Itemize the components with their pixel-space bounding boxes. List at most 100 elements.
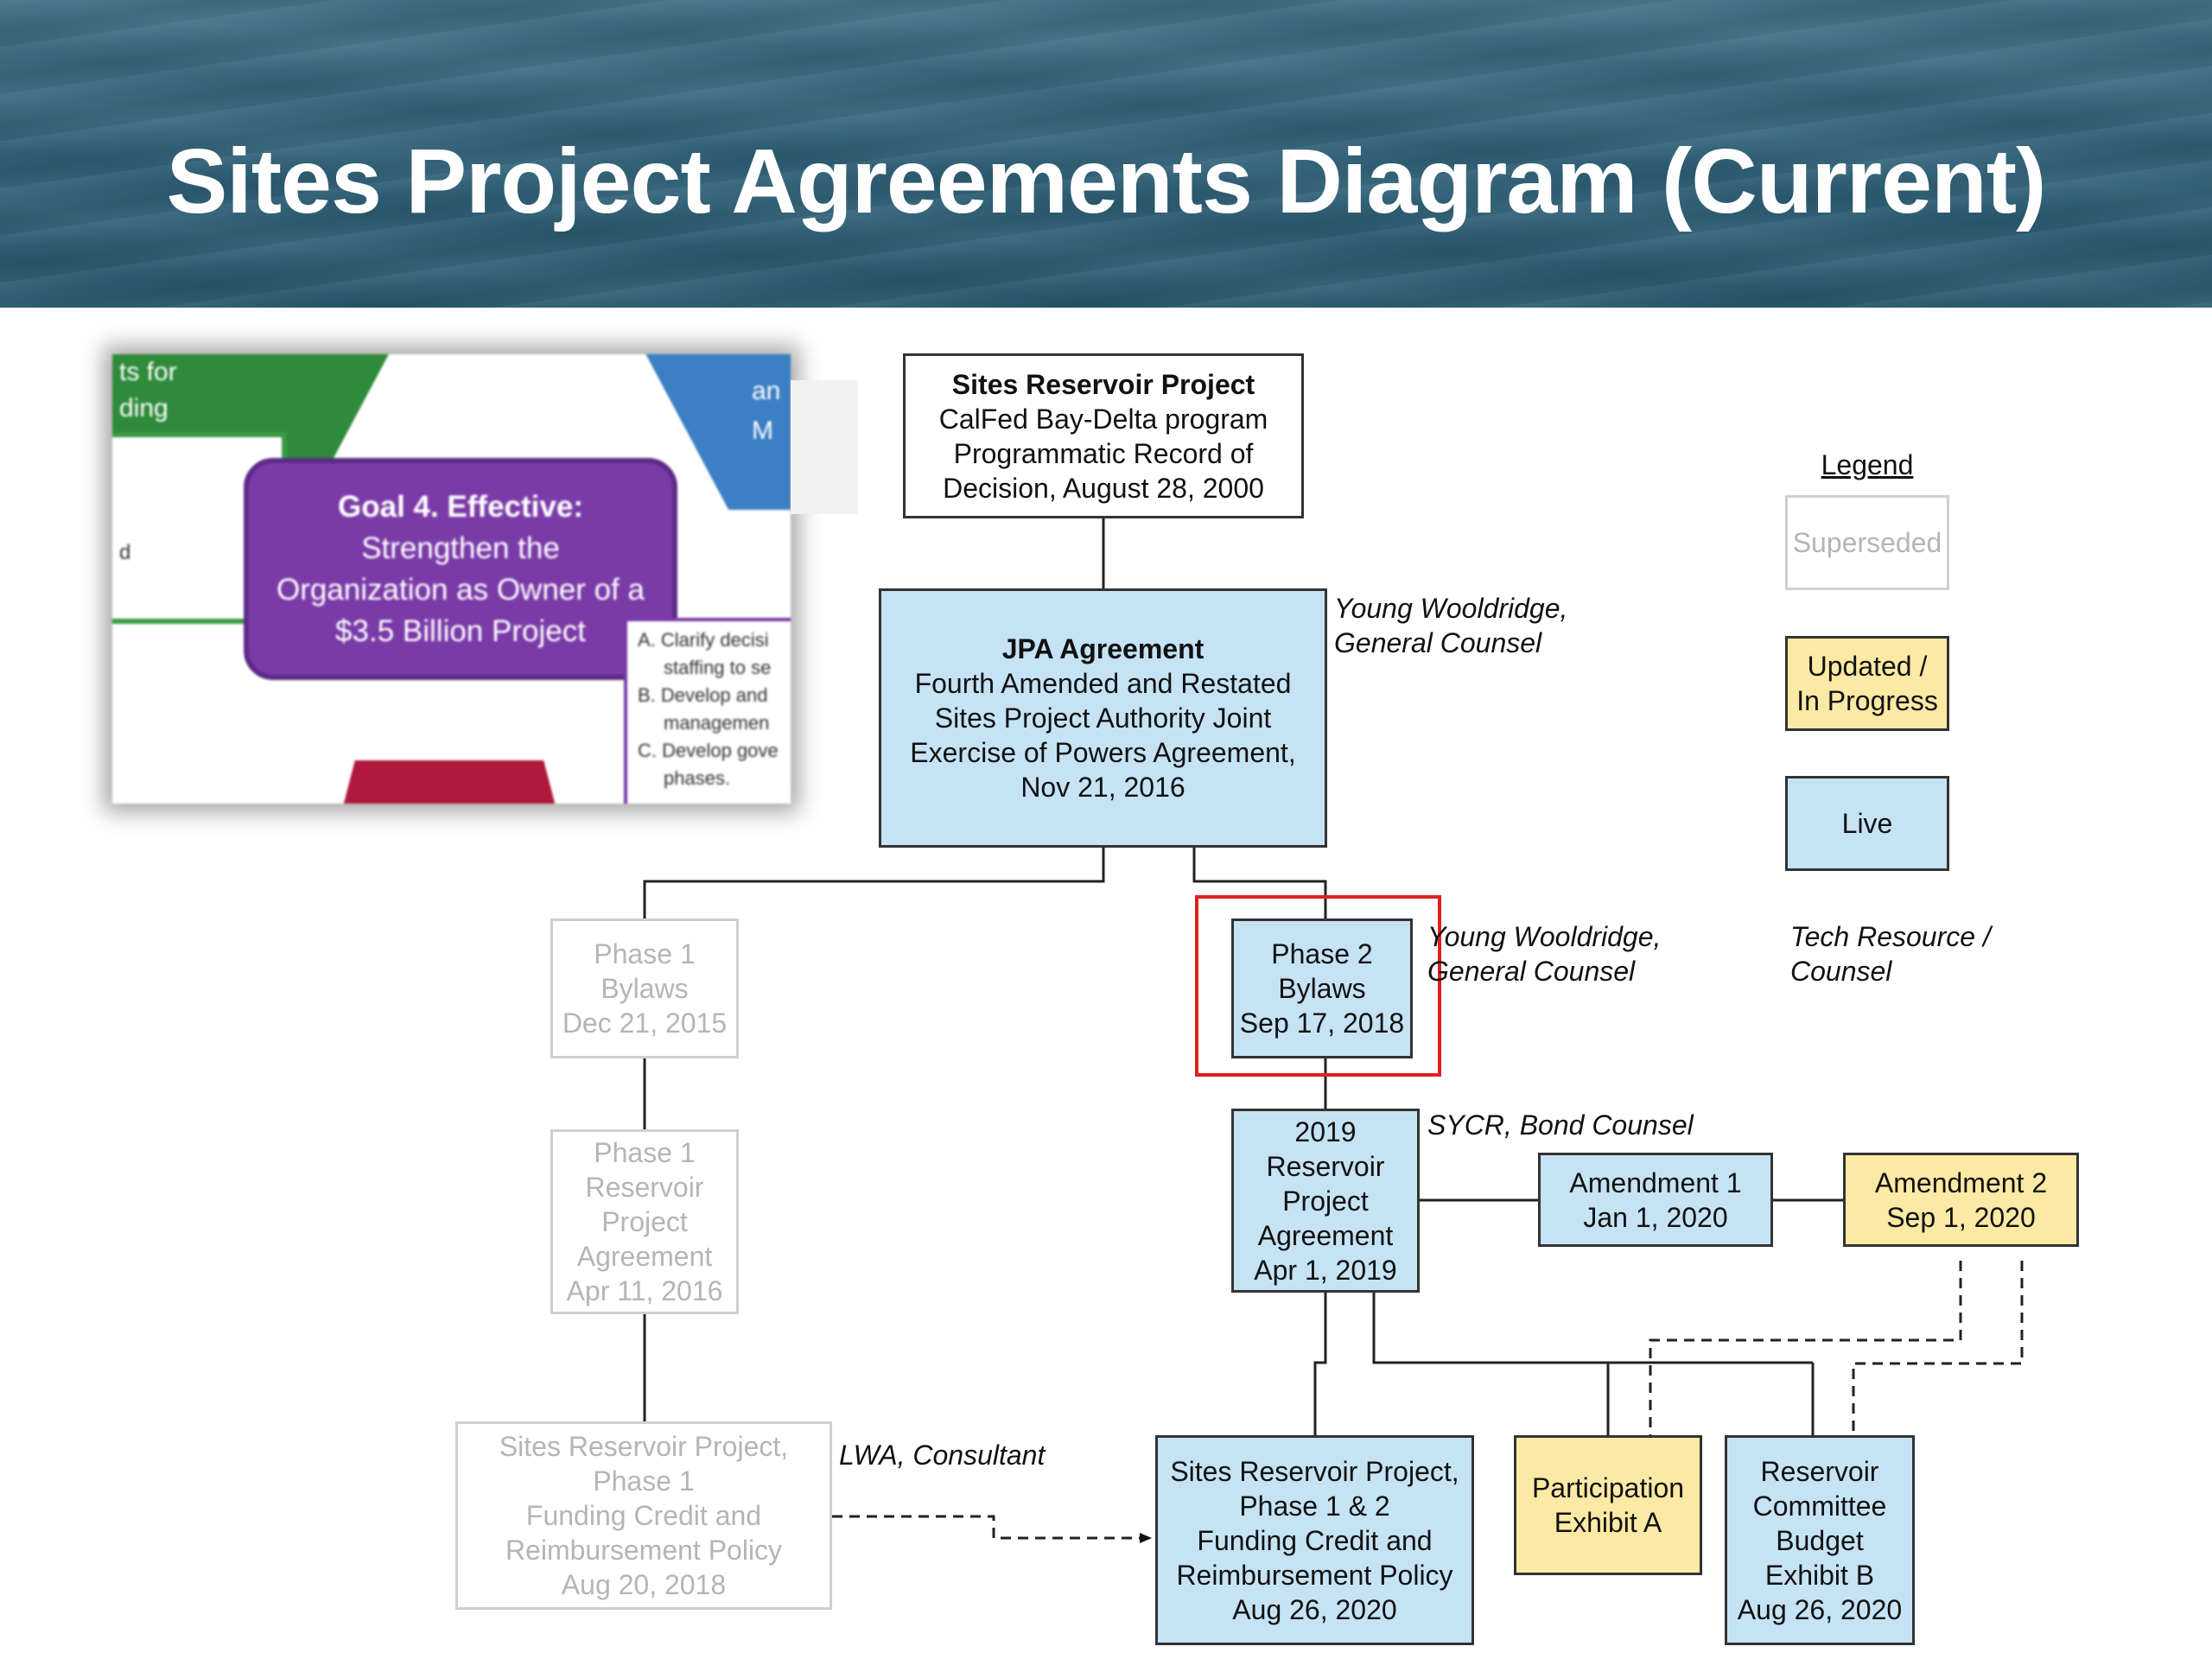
funding-phase1-line: Funding Credit and — [525, 1500, 762, 1531]
thumbnail-green-line: ding — [119, 394, 168, 423]
thumbnail-blue-line: an — [752, 377, 781, 405]
note-line: General Counsel — [1334, 627, 1542, 658]
funding-phase1-line: Aug 20, 2018 — [561, 1569, 727, 1600]
funding-phase1-line: Sites Reservoir Project, — [499, 1431, 789, 1462]
connector-amend2-exhibit-b — [1852, 1261, 2024, 1435]
phase2-bylaws-line: Sep 17, 2018 — [1239, 1007, 1405, 1039]
agreement-2019-line: Agreement — [1257, 1219, 1394, 1251]
agreement-2019-line: Project — [1282, 1185, 1369, 1217]
record-line: CalFed Bay-Delta program — [938, 403, 1268, 435]
thumbnail-red-shape — [337, 760, 562, 804]
jpa-agreement-box: JPA Agreement Fourth Amended and Restate… — [879, 588, 1327, 848]
exhibit-b-box: Reservoir Committee Budget Exhibit B Aug… — [1725, 1435, 1915, 1645]
legend-superseded: Superseded — [1785, 495, 1949, 590]
jpa-line: Exercise of Powers Agreement, — [910, 737, 1296, 768]
goal-line: Organization as Owner of a — [276, 572, 645, 607]
agreement-2019-line: 2019 — [1294, 1116, 1357, 1147]
legend-live-label: Live — [1841, 808, 1893, 839]
connector-2019-exhibits — [1372, 1293, 1815, 1435]
phase2-bylaws-line: Bylaws — [1278, 973, 1366, 1004]
record-line: Programmatic Record of — [953, 437, 1254, 469]
phase1-bylaws-line: Phase 1 — [594, 938, 696, 969]
funding-phase12-line: Reimbursement Policy — [1176, 1559, 1453, 1591]
exhibit-b-line: Budget — [1776, 1524, 1864, 1556]
phase1-agreement-line: Project — [601, 1206, 688, 1237]
legend-in-progress: Updated / In Progress — [1785, 636, 1949, 731]
goal-4-box: Goal 4. Effective: Strengthen the Organi… — [244, 458, 677, 680]
thumbnail-blue-line: M — [752, 416, 773, 445]
legend-tech-line: Counsel — [1790, 956, 1892, 987]
note-line: General Counsel — [1427, 956, 1636, 987]
thumbnail-green-text: ts for ding — [119, 354, 177, 427]
amendment2-line: Sep 1, 2020 — [1886, 1201, 2036, 1233]
legend-tech-line: Tech Resource / — [1790, 921, 1991, 952]
goal-list-item: managemen — [664, 712, 770, 734]
funding-phase12-line: Phase 1 & 2 — [1239, 1490, 1390, 1522]
consultant-note: LWA, Consultant — [839, 1440, 1046, 1471]
legend-superseded-label: Superseded — [1792, 527, 1942, 558]
connector-funding-dashed — [832, 1515, 1152, 1543]
jpa-line: Fourth Amended and Restated — [914, 668, 1292, 699]
connector-jpa-phase2 — [1192, 848, 1327, 918]
strategic-plan-thumbnail: ts for ding d an M Goal 4. Effective: St… — [112, 354, 791, 804]
funding-phase12-line: Aug 26, 2020 — [1232, 1593, 1397, 1625]
phase1-bylaws-line: Dec 21, 2015 — [562, 1007, 728, 1039]
goal-list-item: A. Clarify decisi — [638, 629, 769, 651]
phase1-agreement-line: Agreement — [576, 1241, 713, 1272]
title-banner: Sites Project Agreements Diagram (Curren… — [0, 0, 2212, 308]
amendment2-box: Amendment 2 Sep 1, 2020 — [1843, 1153, 2079, 1247]
funding-phase12-line: Sites Reservoir Project, — [1170, 1455, 1459, 1487]
thumbnail-blue-text: an M — [752, 372, 780, 451]
amendment1-line: Jan 1, 2020 — [1583, 1201, 1728, 1233]
goal-title: Goal 4. Effective: — [338, 489, 583, 524]
connector-jpa-phase1 — [643, 848, 1105, 918]
phase1-bylaws-line: Bylaws — [601, 973, 689, 1004]
funding-phase1-line: Reimbursement Policy — [505, 1535, 783, 1566]
connector-2019-funding — [1313, 1293, 1327, 1435]
jpa-line: Nov 21, 2016 — [1020, 772, 1185, 803]
exhibit-a-box: Participation Exhibit A — [1514, 1435, 1702, 1575]
agreement-2019-line: Apr 1, 2019 — [1254, 1254, 1397, 1286]
thumbnail-white-text: d — [119, 541, 131, 564]
legend-title: Legend — [1821, 449, 1914, 480]
goal-list-item: phases. — [664, 767, 731, 789]
highlight-frame — [1195, 895, 1441, 1077]
jpa-counsel-note: Young Wooldridge, General Counsel — [1334, 591, 1567, 660]
amendment1-box: Amendment 1 Jan 1, 2020 — [1538, 1153, 1773, 1247]
jpa-title: JPA Agreement — [1001, 633, 1205, 664]
goal-list-item: B. Develop and — [638, 684, 768, 706]
record-title: Sites Reservoir Project — [951, 368, 1255, 400]
jpa-line: Sites Project Authority Joint — [934, 702, 1272, 734]
goal-line: $3.5 Billion Project — [335, 613, 586, 648]
note-line: Young Wooldridge, — [1427, 921, 1662, 952]
agreement-2019-box: 2019 Reservoir Project Agreement Apr 1, … — [1231, 1109, 1420, 1293]
phase1-bylaws-box: Phase 1 Bylaws Dec 21, 2015 — [550, 918, 739, 1058]
exhibit-b-line: Reservoir — [1760, 1455, 1879, 1487]
legend-tech-resource: Tech Resource / Counsel — [1790, 919, 1991, 988]
goal-list: A. Clarify decisi staffing to se B. Deve… — [624, 618, 791, 804]
phase2-bylaws-box: Phase 2 Bylaws Sep 17, 2018 — [1231, 918, 1413, 1058]
phase2-bylaws-line: Phase 2 — [1271, 938, 1373, 969]
goal-line: Strengthen the — [361, 531, 560, 565]
funding-phase1-box: Sites Reservoir Project, Phase 1 Funding… — [455, 1421, 832, 1610]
exhibit-b-line: Aug 26, 2020 — [1737, 1593, 1903, 1625]
record-line: Decision, August 28, 2000 — [943, 472, 1264, 504]
bond-counsel-note: SYCR, Bond Counsel — [1427, 1109, 1694, 1141]
legend-in-progress-line: In Progress — [1796, 685, 1938, 716]
phase1-agreement-line: Reservoir — [585, 1172, 704, 1203]
thumbnail-shadow-panel — [791, 380, 858, 514]
note-line: Young Wooldridge, — [1334, 593, 1568, 624]
funding-phase12-line: Funding Credit and — [1197, 1524, 1433, 1556]
record-of-decision-box: Sites Reservoir Project CalFed Bay-Delta… — [903, 353, 1304, 518]
slide-title: Sites Project Agreements Diagram (Curren… — [166, 130, 2047, 232]
exhibit-b-line: Committee — [1752, 1490, 1887, 1522]
funding-phase1-line: Phase 1 — [593, 1465, 695, 1497]
thumbnail-green-line: ts for — [119, 358, 177, 386]
phase1-agreement-box: Phase 1 Reservoir Project Agreement Apr … — [550, 1129, 739, 1314]
amendment1-line: Amendment 1 — [1569, 1166, 1742, 1198]
goal-list-item: C. Develop gove — [638, 740, 779, 761]
exhibit-b-line: Exhibit B — [1764, 1559, 1875, 1591]
legend-in-progress-line: Updated / — [1807, 651, 1928, 682]
phase1-agreement-line: Phase 1 — [594, 1137, 696, 1168]
